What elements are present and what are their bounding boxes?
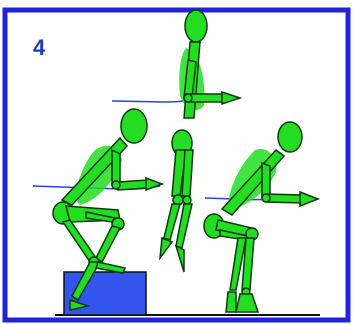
shin-front bbox=[95, 225, 122, 264]
forearm bbox=[265, 193, 303, 204]
upper-arm bbox=[111, 148, 121, 186]
hand bbox=[221, 90, 243, 106]
head bbox=[120, 108, 148, 144]
lower-leg bbox=[71, 261, 102, 302]
torso bbox=[60, 136, 129, 206]
elbow-joint bbox=[261, 193, 271, 203]
knee-joint-back bbox=[182, 195, 192, 205]
elbow-joint bbox=[111, 180, 121, 190]
head bbox=[184, 9, 208, 43]
foot-back bbox=[174, 244, 185, 273]
shin-back bbox=[229, 237, 247, 291]
thigh-back bbox=[181, 149, 194, 197]
figure-right-land bbox=[203, 121, 321, 313]
upper-arm bbox=[261, 161, 271, 199]
elbow-joint bbox=[183, 93, 193, 103]
hand bbox=[299, 190, 321, 208]
foot-front bbox=[69, 298, 91, 311]
figure-center-jump bbox=[158, 9, 243, 273]
foot bbox=[158, 236, 174, 261]
figure-left-crouch bbox=[52, 108, 165, 311]
head bbox=[277, 121, 303, 153]
foot bbox=[95, 261, 127, 274]
shin bbox=[163, 203, 181, 241]
shin-back bbox=[175, 203, 193, 249]
foot-back bbox=[225, 291, 237, 313]
hand bbox=[145, 176, 165, 192]
step-number: 4 bbox=[33, 35, 46, 60]
forearm bbox=[117, 179, 149, 191]
foot bbox=[235, 293, 260, 313]
